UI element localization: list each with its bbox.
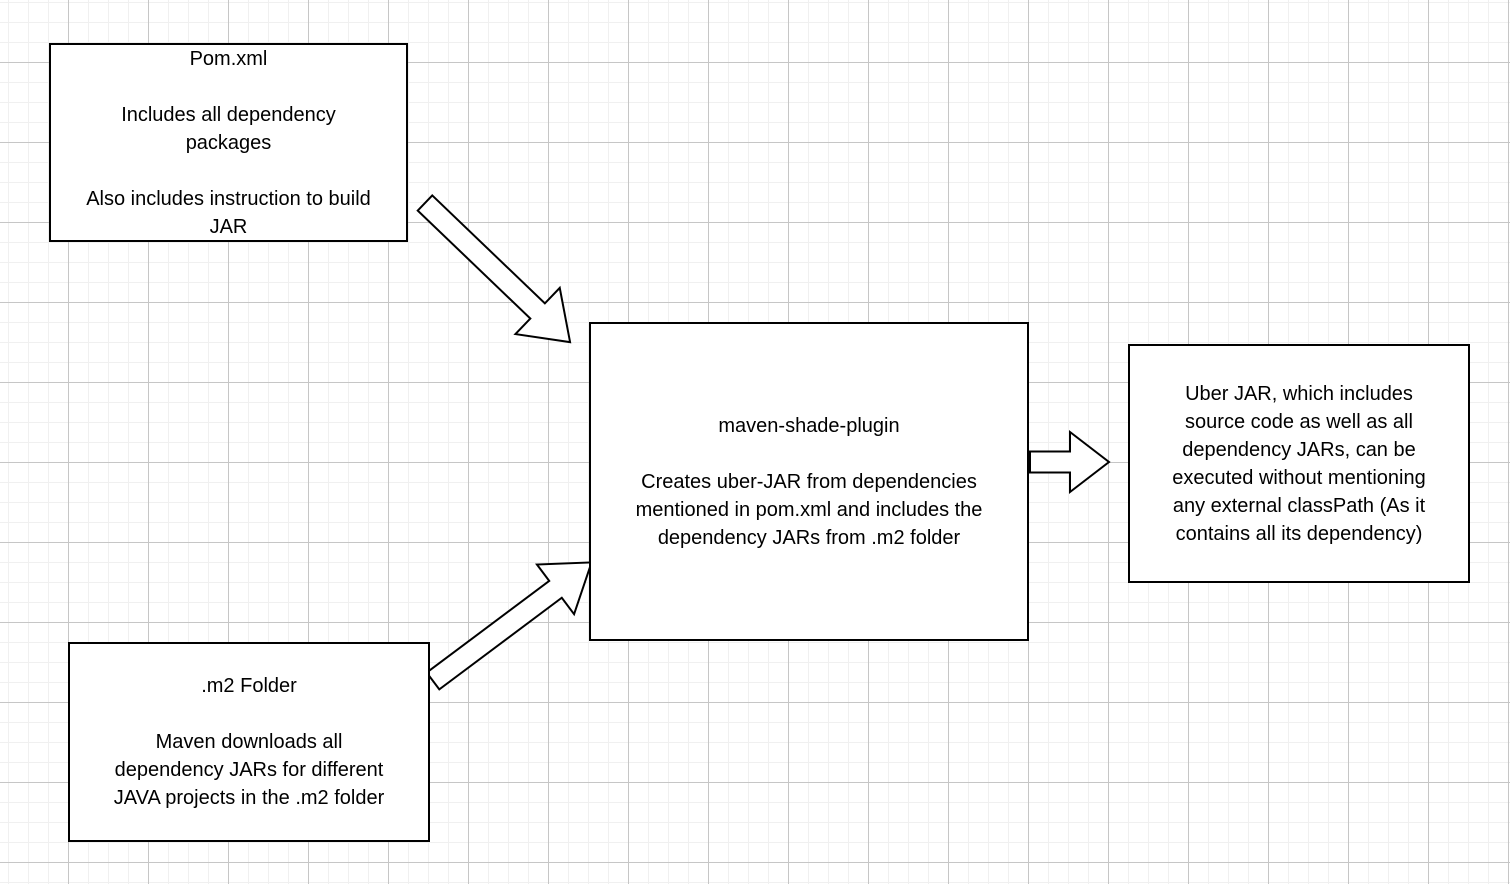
node-maven-shade-plugin[interactable]: maven-shade-plugin Creates uber-JAR from… [589,322,1029,641]
arrow-m2-to-shade[interactable] [414,538,610,706]
arrow-shade-to-uber[interactable] [1029,429,1111,495]
node-uber-jar[interactable]: Uber JAR, which includes source code as … [1128,344,1470,583]
node-m2-folder[interactable]: .m2 Folder Maven downloads all dependenc… [68,642,430,842]
node-pom-xml-label: Pom.xml Includes all dependency packages… [86,47,371,238]
node-uber-jar-label: Uber JAR, which includes source code as … [1172,382,1426,545]
arrow-pom-to-shade[interactable] [403,180,592,365]
node-maven-shade-plugin-label: maven-shade-plugin Creates uber-JAR from… [635,414,983,549]
node-m2-folder-label: .m2 Folder Maven downloads all dependenc… [113,675,385,809]
node-pom-xml[interactable]: Pom.xml Includes all dependency packages… [49,43,408,242]
